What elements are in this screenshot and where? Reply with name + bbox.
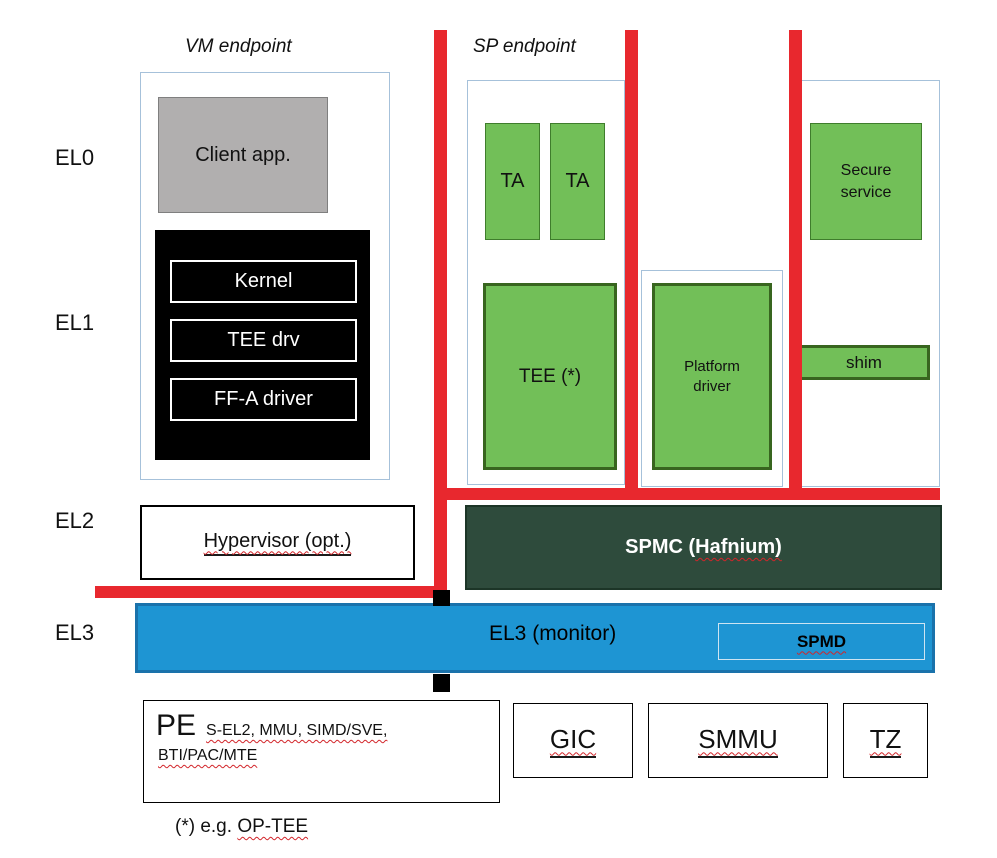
boundary-line-vertical-3 bbox=[789, 30, 802, 500]
trusted-app-box-2: TA bbox=[550, 123, 605, 240]
spmd-box: SPMD bbox=[718, 623, 925, 660]
pe-features-line-2: BTI/PAC/MTE bbox=[158, 747, 258, 764]
pe-box: PE S-EL2, MMU, SIMD/SVE, BTI/PAC/MTE bbox=[143, 700, 500, 803]
footnote-prefix: (*) e.g. bbox=[175, 816, 238, 837]
pe-label: PE bbox=[156, 709, 197, 742]
tz-box: TZ bbox=[843, 703, 928, 778]
platform-driver-box: Platform driver bbox=[652, 283, 772, 470]
el0-label: EL0 bbox=[55, 145, 95, 170]
gic-box: GIC bbox=[513, 703, 633, 778]
spmc-box: SPMC (Hafnium) bbox=[465, 505, 942, 590]
spmd-label: SPMD bbox=[796, 631, 847, 651]
boundary-line-horizontal-right bbox=[447, 488, 940, 500]
client-app-box: Client app. bbox=[158, 97, 328, 213]
tee-drv-box: TEE drv bbox=[170, 319, 357, 362]
smmu-label: SMMU bbox=[698, 724, 778, 758]
sp-endpoint-label: SP endpoint bbox=[473, 36, 576, 57]
el3-monitor-label: EL3 (monitor) bbox=[489, 622, 617, 645]
smc-conduit-marker-lower bbox=[433, 674, 450, 692]
hypervisor-box: Hypervisor (opt.) bbox=[140, 505, 415, 580]
kernel-box: Kernel bbox=[170, 260, 357, 303]
kernel-stack-box: Kernel TEE drv FF-A driver bbox=[155, 230, 370, 460]
hypervisor-label: Hypervisor (opt.) bbox=[203, 530, 352, 556]
el2-label: EL2 bbox=[55, 508, 95, 533]
spmc-label-name: Hafnium) bbox=[695, 536, 782, 558]
secure-service-box: Secure service bbox=[810, 123, 922, 240]
tz-label: TZ bbox=[869, 724, 902, 758]
gic-label: GIC bbox=[549, 724, 597, 758]
trusted-app-box-1: TA bbox=[485, 123, 540, 240]
smmu-box: SMMU bbox=[648, 703, 828, 778]
tee-box: TEE (*) bbox=[483, 283, 617, 470]
shim-box: shim bbox=[798, 345, 930, 380]
ffa-driver-box: FF-A driver bbox=[170, 378, 357, 421]
smc-conduit-marker-upper bbox=[433, 590, 450, 606]
el3-label: EL3 bbox=[55, 620, 95, 645]
el1-label: EL1 bbox=[55, 310, 95, 335]
boundary-line-vertical-1 bbox=[434, 30, 447, 598]
footnote: (*) e.g. OP-TEE bbox=[175, 816, 308, 838]
pe-line-2: BTI/PAC/MTE bbox=[158, 747, 487, 765]
pe-features-line-1: S-EL2, MMU, SIMD/SVE, bbox=[206, 722, 388, 739]
el3-monitor-bar: EL3 (monitor) SPMD bbox=[135, 603, 935, 673]
boundary-line-horizontal-left bbox=[95, 586, 447, 598]
footnote-term: OP-TEE bbox=[237, 816, 309, 837]
pe-line-1: PE S-EL2, MMU, SIMD/SVE, bbox=[156, 709, 487, 743]
boundary-line-vertical-2 bbox=[625, 30, 638, 500]
vm-endpoint-label: VM endpoint bbox=[185, 36, 292, 57]
spmc-label-prefix: SPMC ( bbox=[625, 536, 696, 558]
